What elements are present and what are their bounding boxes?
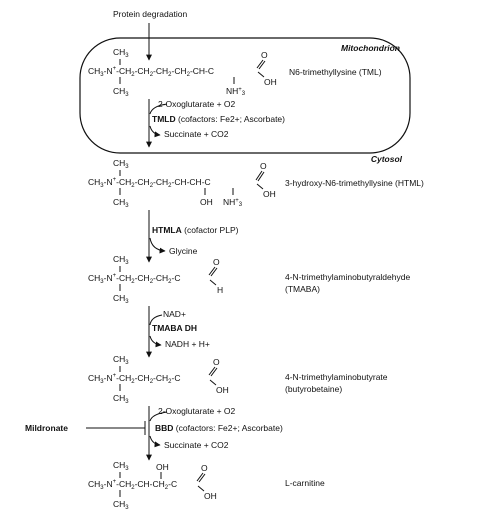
- tmabadh-substrate: NAD+: [163, 309, 186, 319]
- svg-text:CH3: CH3: [113, 393, 129, 405]
- svg-text:OH: OH: [156, 462, 169, 472]
- svg-text:OH: OH: [264, 77, 277, 87]
- tmabadh-product: NADH + H+: [165, 339, 210, 349]
- svg-text:CH3: CH3: [113, 460, 129, 472]
- svg-text:CH3-N+-CH2-CH-CH2-C: CH3-N+-CH2-CH-CH2-C: [88, 479, 177, 491]
- svg-text:HTMLA (cofactor PLP): HTMLA (cofactor PLP): [152, 225, 239, 235]
- mildronate-label: Mildronate: [25, 423, 68, 433]
- molecule-butyrobetaine: CH3 CH3-N+-CH2-CH2-CH2-C CH3 O OH: [88, 354, 229, 405]
- svg-text:CH3-N+-CH2-CH2-CH2-CH-CH-C: CH3-N+-CH2-CH2-CH2-CH-CH-C: [88, 177, 211, 189]
- svg-text:O: O: [213, 357, 220, 367]
- svg-text:CH3: CH3: [113, 197, 129, 209]
- svg-text:O: O: [213, 257, 220, 267]
- protein-degradation-label: Protein degradation: [113, 9, 187, 19]
- molecule-tml: CH3 CH3-N+-CH2-CH2-CH2-CH2-CH-C CH3 NH+3…: [88, 47, 277, 98]
- svg-text:NH+3: NH+3: [223, 197, 243, 208]
- butyrobetaine-name: 4-N-trimethylaminobutyrate: [285, 372, 388, 382]
- tmaba-name-abbrev: (TMABA): [285, 284, 320, 294]
- bbd-enzyme: BBD: [155, 423, 173, 433]
- svg-text:CH3-N+-CH2-CH2-CH2-C: CH3-N+-CH2-CH2-CH2-C: [88, 373, 180, 385]
- htmla-product: Glycine: [169, 246, 198, 256]
- tmld-substrate: 2-Oxoglutarate + O2: [158, 99, 236, 109]
- svg-text:CH3: CH3: [113, 158, 129, 170]
- svg-text:BBD (cofactors: Fe2+; Asco: BBD (cofactors: Fe2+; Ascorbate): [155, 423, 283, 433]
- svg-text:CH3: CH3: [113, 254, 129, 266]
- htmla-cofactors: (cofactor PLP): [184, 225, 238, 235]
- bbd-substrate: 2-Oxoglutarate + O2: [158, 406, 236, 416]
- l-carnitine-name: L-carnitine: [285, 478, 325, 488]
- cytosol-label: Cytosol: [371, 154, 403, 164]
- html-name: 3-hydroxy-N6-trimethyllysine (HTML): [285, 178, 424, 188]
- bbd-cofactors: (cofactors: Fe2+; Ascorbate): [176, 423, 283, 433]
- svg-text:OH: OH: [204, 491, 217, 501]
- svg-text:CH3: CH3: [113, 499, 129, 511]
- svg-text:H: H: [217, 285, 223, 295]
- butyrobetaine-name-common: (butyrobetaine): [285, 384, 342, 394]
- mitochondrion-label: Mitochondrion: [341, 43, 400, 53]
- molecule-tmaba: CH3 CH3-N+-CH2-CH2-CH2-C CH3 O H: [88, 254, 223, 305]
- svg-text:O: O: [201, 463, 208, 473]
- svg-text:CH3: CH3: [113, 354, 129, 366]
- tmld-cofactors: (cofactors: Fe2+; Ascorbate): [178, 114, 285, 124]
- svg-text:OH: OH: [216, 385, 229, 395]
- tmld-enzyme: TMLD: [152, 114, 176, 124]
- molecule-html: CH3 CH3-N+-CH2-CH2-CH2-CH-CH-C CH3 OH NH…: [88, 158, 276, 209]
- svg-text:O: O: [261, 50, 268, 60]
- svg-text:OH: OH: [200, 197, 213, 207]
- tmabadh-enzyme: TMABA DH: [152, 323, 197, 333]
- svg-text:CH3: CH3: [113, 47, 129, 59]
- svg-text:O: O: [260, 161, 267, 171]
- molecule-l-carnitine: CH3 CH3-N+-CH2-CH-CH2-C CH3 OH O OH: [88, 460, 217, 511]
- htmla-enzyme: HTMLA: [152, 225, 182, 235]
- tml-name: N6-trimethyllysine (TML): [289, 67, 382, 77]
- tmld-product: Succinate + CO2: [164, 129, 229, 139]
- svg-text:CH3-N+-CH2-CH2-CH2-C: CH3-N+-CH2-CH2-CH2-C: [88, 273, 180, 285]
- svg-text:CH3: CH3: [113, 293, 129, 305]
- svg-text:CH3-N+-CH2-CH2-CH2-CH2-CH-C: CH3-N+-CH2-CH2-CH2-CH2-CH-C: [88, 66, 214, 78]
- svg-text:NH+3: NH+3: [226, 86, 246, 97]
- mitochondrion-outline: [79, 37, 411, 154]
- svg-text:OH: OH: [263, 189, 276, 199]
- svg-text:CH3: CH3: [113, 86, 129, 98]
- tmaba-name: 4-N-trimethylaminobutyraldehyde: [285, 272, 410, 282]
- svg-text:TMLD (cofactors: Fe2+; Asc: TMLD (cofactors: Fe2+; Ascorbate): [152, 114, 285, 124]
- bbd-product: Succinate + CO2: [164, 440, 229, 450]
